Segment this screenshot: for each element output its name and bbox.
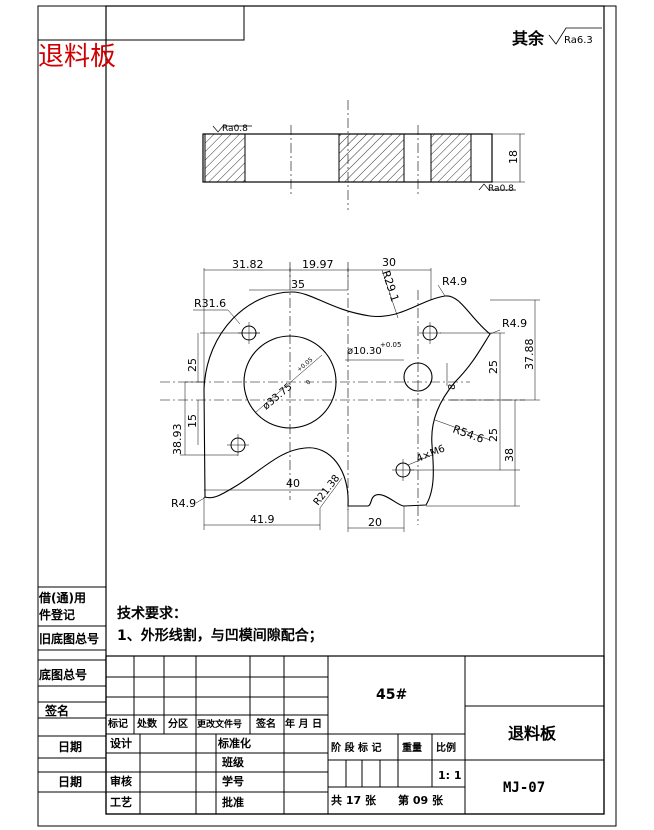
dim-d33-75: ø33.75	[261, 382, 295, 413]
dim-r29-1: R29.1	[379, 269, 401, 304]
tb-standard: 标准化	[217, 736, 251, 750]
dim-40: 40	[286, 477, 300, 490]
dim-37-88: 37.88	[523, 339, 536, 371]
roughness-other-label: 其余	[512, 29, 545, 48]
dim-15: 15	[186, 414, 199, 428]
tb-change-no: 更改文件号	[197, 718, 242, 730]
strip-row7: 日期	[58, 774, 82, 789]
dim-38: 38	[503, 448, 516, 462]
tb-design: 设计	[110, 736, 132, 750]
tb-approve: 批准	[222, 795, 244, 809]
roughness-bottom: Ra0.8	[488, 184, 514, 194]
inner-border	[105, 5, 605, 815]
outer-border	[37, 5, 617, 827]
dim-30: 30	[382, 256, 396, 269]
tb-ymd: 年 月 日	[285, 717, 322, 730]
part-name: 退料板	[508, 724, 557, 743]
roughness-symbol-icon	[548, 27, 602, 45]
tb-mark: 标记	[107, 717, 128, 730]
tb-scale: 比例	[436, 741, 456, 754]
dim-35: 35	[291, 278, 305, 291]
dim-41-9: 41.9	[250, 513, 275, 526]
stamp-title: 退料板	[38, 42, 116, 72]
tb-stage-mark: 阶 段 标 记	[331, 741, 381, 754]
dim-r21-38: R21.38	[312, 473, 343, 508]
dim-r4-9-right: R4.9	[502, 317, 527, 330]
tb-weight: 重量	[402, 741, 422, 754]
dim-25-right-top: 25	[487, 360, 500, 374]
tb-sheet-no: 第 09 张	[398, 793, 444, 807]
dim-r31-6: R31.6	[194, 297, 226, 310]
tb-review: 审核	[110, 774, 132, 788]
dim-d33-75-tol-lo: 0	[305, 379, 313, 387]
tb-total-sheets: 共 17 张	[331, 793, 377, 807]
tech-req-item-1: 1、外形线割，与凹模间隙配合；	[117, 627, 323, 644]
dim-r54-6: R54.6	[451, 423, 486, 446]
drawing-number: MJ-07	[503, 780, 545, 796]
dim-38-93: 38.93	[171, 424, 184, 456]
strip-row1: 借(通)用	[38, 590, 86, 605]
dim-r4-9-left: R4.9	[171, 497, 196, 510]
title-block	[105, 655, 605, 815]
tb-scale-value: 1: 1	[438, 769, 462, 782]
strip-row6: 日期	[58, 739, 82, 754]
roughness-other-value: Ra6.3	[564, 35, 593, 46]
dim-25-right-bottom: 25	[487, 428, 500, 442]
dim-d33-75-tol-up: +0.05	[296, 356, 315, 373]
dim-19-97: 19.97	[302, 258, 334, 271]
strip-row3: 旧底图总号	[39, 631, 99, 646]
tb-zone: 分区	[168, 717, 188, 730]
strip-row5: 签名	[44, 703, 69, 718]
tb-process: 工艺	[110, 795, 132, 809]
plan-view: 31.82 19.97 30 35 R29.1 R4.9 R31.6 R4.9 …	[160, 256, 540, 532]
tb-student-no: 学号	[222, 774, 244, 788]
dim-r4-9-top: R4.9	[442, 275, 467, 288]
tb-sign: 签名	[255, 717, 276, 730]
material: 45#	[376, 687, 407, 703]
strip-row4: 底图总号	[39, 667, 87, 682]
tb-class: 班级	[222, 755, 245, 769]
left-strip	[38, 586, 106, 793]
strip-row2: 件登记	[39, 607, 75, 622]
roughness-top: Ra0.8	[222, 124, 248, 134]
dim-25-left: 25	[186, 358, 199, 372]
section-view: Ra0.8 Ra0.8 18	[202, 100, 525, 210]
dim-d10-30-tol: +0.05	[380, 341, 401, 349]
dim-4xm6: 4×M6	[415, 443, 447, 464]
dim-d10-30: ø10.30	[347, 346, 382, 357]
code-box	[37, 5, 245, 41]
dim-thickness: 18	[507, 150, 520, 164]
dim-8: 8	[447, 384, 458, 390]
tech-req-heading: 技术要求：	[117, 605, 187, 622]
tb-count: 处数	[136, 717, 158, 730]
dim-20: 20	[368, 516, 382, 529]
dim-31-82: 31.82	[232, 258, 264, 271]
